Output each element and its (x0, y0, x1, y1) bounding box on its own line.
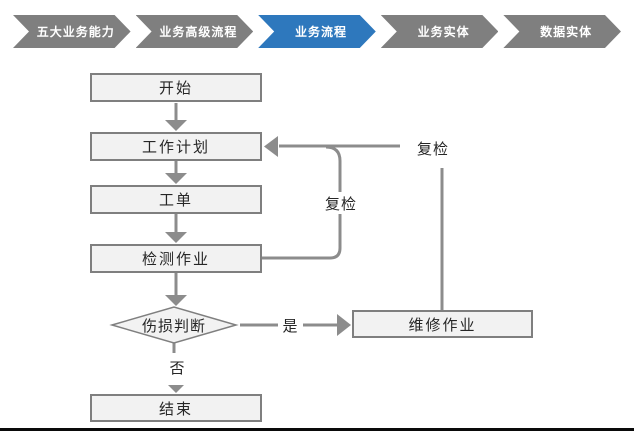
tab-business-process[interactable]: 业务流程 (258, 15, 376, 48)
arrowhead-into-inspection (165, 232, 187, 243)
edge-label-recheck-outer: 复检 (412, 137, 454, 159)
node-start: 开始 (90, 73, 262, 102)
bottom-divider (0, 428, 634, 431)
edge-label-recheck-inner: 复检 (320, 192, 362, 214)
node-damage-judgment: 伤损判断 (141, 317, 206, 335)
tab-business-high-level-process[interactable]: 业务高级流程 (136, 15, 254, 48)
node-repair-job: 维修作业 (352, 310, 533, 338)
tab-business-entity[interactable]: 业务实体 (381, 15, 499, 48)
arrowhead-into-end (168, 385, 184, 393)
arrowhead-into-diamond (165, 295, 187, 306)
node-end: 结束 (90, 394, 262, 422)
node-work-plan: 工作计划 (90, 132, 262, 161)
edge-label-yes: 是 (278, 314, 303, 336)
breadcrumb: 五大业务能力 业务高级流程 业务流程 业务实体 数据实体 (13, 15, 621, 48)
arrowhead-into-workplan-right (264, 136, 278, 157)
node-work-order: 工单 (90, 185, 262, 214)
arrowhead-into-workorder (165, 173, 187, 184)
arrowhead-into-workplan-top (165, 120, 187, 131)
arrowhead-into-repairjob (337, 314, 351, 336)
node-inspection-job: 检测作业 (90, 244, 262, 273)
tab-data-entity[interactable]: 数据实体 (503, 15, 621, 48)
tab-five-business-capabilities[interactable]: 五大业务能力 (13, 15, 131, 48)
edge-label-no: 否 (165, 356, 190, 378)
